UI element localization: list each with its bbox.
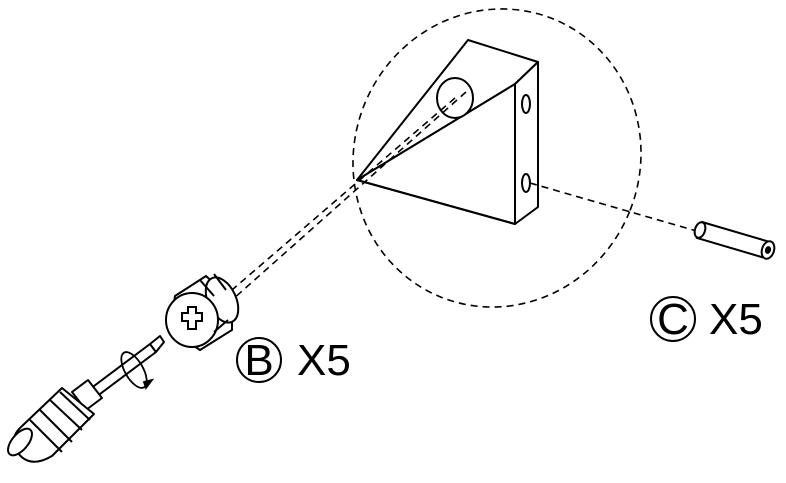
label-b-letter: B [244, 336, 273, 385]
dowel-hole-upper [522, 95, 530, 113]
label-part-c: C X5 [651, 295, 763, 344]
cam-lock-part-b [166, 272, 245, 350]
dowel-hole-lower [522, 174, 530, 192]
label-c-quantity: X5 [709, 295, 763, 344]
label-b-quantity: X5 [297, 336, 351, 385]
guide-line-dowel [530, 183, 700, 232]
dowel-part-c [693, 221, 777, 261]
label-part-b: B X5 [237, 336, 351, 385]
screwdriver-icon [4, 336, 164, 462]
label-c-letter: C [657, 295, 689, 344]
wood-panel-block [357, 40, 538, 224]
